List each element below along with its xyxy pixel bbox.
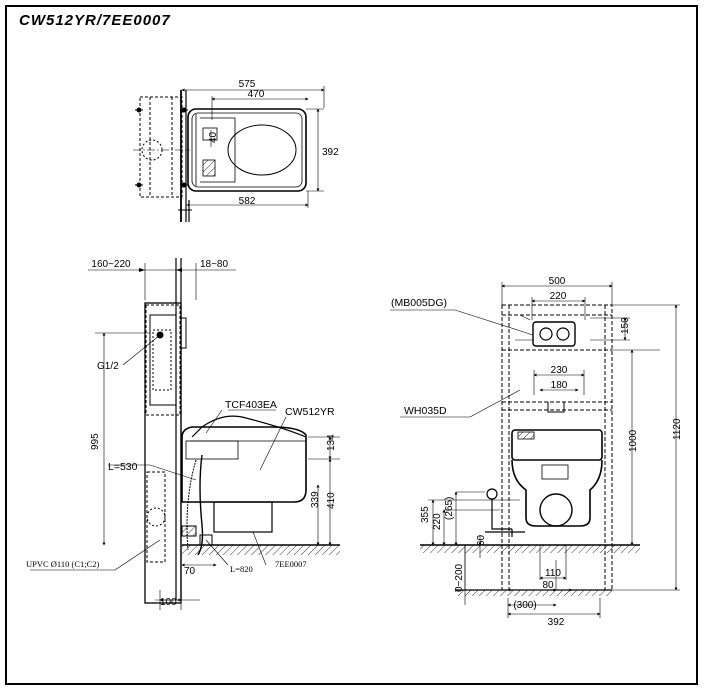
dim-100: 100 <box>160 597 177 608</box>
dim-110: 110 <box>545 568 561 579</box>
dim-392-front: 392 <box>548 617 565 628</box>
label-g12: G1/2 <box>97 361 119 372</box>
dim-582: 582 <box>239 196 256 207</box>
side-view <box>30 258 340 610</box>
dim-0-200: 0~200 <box>454 563 465 592</box>
dim-410: 410 <box>326 492 337 509</box>
dim-160-220: 160~220 <box>91 259 131 270</box>
dim-80: 80 <box>542 580 554 591</box>
dim-40: 40 <box>208 131 219 143</box>
dim-220-left: 220 <box>432 513 443 530</box>
label-mb005dg: (MB005DG) <box>391 297 447 309</box>
dim-150: 150 <box>620 317 631 334</box>
dim-18-80: 18~80 <box>200 259 229 270</box>
dim-220-top: 220 <box>550 291 567 302</box>
dim-470: 470 <box>248 89 265 100</box>
label-l530: L=530 <box>108 461 138 473</box>
dim-180: 180 <box>551 380 568 391</box>
drawing-frame <box>5 5 698 685</box>
dim-1120: 1120 <box>672 418 683 440</box>
label-7ee0007: 7EE0007 <box>275 559 307 569</box>
dim-70: 70 <box>184 566 196 577</box>
top-frame-outline <box>139 96 183 198</box>
dim-300: (300) <box>513 600 536 611</box>
dim-60: 60 <box>476 534 487 546</box>
side-bowl-outline <box>181 426 307 503</box>
dim-355: 355 <box>420 506 431 523</box>
front-seat <box>511 429 603 461</box>
dim-995: 995 <box>90 433 101 450</box>
label-tcf403ea: TCF403EA <box>225 399 277 411</box>
dim-1000: 1000 <box>628 429 639 452</box>
label-l820: L=820 <box>230 564 253 574</box>
front-view <box>390 282 680 618</box>
dim-500: 500 <box>549 276 566 287</box>
label-cw512yr: CW512YR <box>285 406 335 418</box>
dim-230: 230 <box>551 365 568 376</box>
dim-392-top: 392 <box>322 147 339 158</box>
dim-134: 134 <box>326 434 337 451</box>
label-upvc: UPVC Ø110 (C1;C2) <box>26 559 100 569</box>
dim-575: 575 <box>239 79 256 90</box>
flush-plate <box>532 321 576 347</box>
dim-265: (265) <box>444 497 455 520</box>
label-wh035d: WH035D <box>404 405 447 417</box>
drawing-title: CW512YR/7EE0007 <box>19 12 171 29</box>
top-bowl-outline <box>187 108 307 192</box>
dim-339: 339 <box>310 491 321 508</box>
top-view <box>133 86 325 222</box>
